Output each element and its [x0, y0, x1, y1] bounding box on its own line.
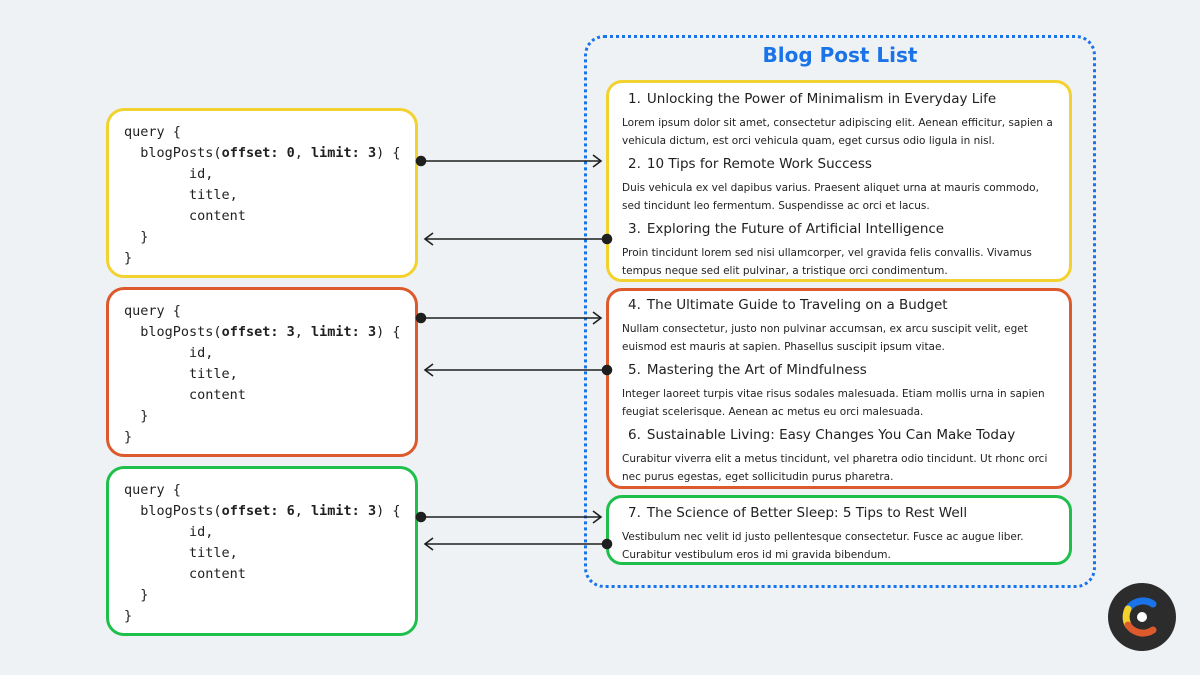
query-code: query { blogPosts(offset: 3, limit: 3) {…	[124, 303, 401, 445]
page-box-3: 7.The Science of Better Sleep: 5 Tips to…	[606, 495, 1072, 565]
post-item: 1.Unlocking the Power of Minimalism in E…	[622, 90, 1058, 150]
post-content: Proin tincidunt lorem sed nisi ullamcorp…	[622, 247, 1032, 277]
post-title: 5.Mastering the Art of Mindfulness	[628, 362, 867, 378]
blog-post-list-title: Blog Post List	[762, 43, 918, 67]
post-item: 5.Mastering the Art of Mindfulness Integ…	[622, 361, 1058, 421]
post-item: 4.The Ultimate Guide to Traveling on a B…	[622, 296, 1058, 356]
post-content: Lorem ipsum dolor sit amet, consectetur …	[622, 117, 1053, 147]
response-arrow-2-head	[423, 363, 434, 377]
post-content: Vestibulum nec velit id justo pellentesq…	[622, 531, 1024, 561]
page-box-1: 1.Unlocking the Power of Minimalism in E…	[606, 80, 1072, 282]
blog-post-list-frame	[584, 35, 1096, 588]
post-content: Duis vehicula ex vel dapibus varius. Pra…	[622, 182, 1039, 212]
post-item: 6.Sustainable Living: Easy Changes You C…	[622, 426, 1058, 486]
post-item: 2.10 Tips for Remote Work Success Duis v…	[622, 155, 1058, 215]
response-arrow-3-head	[423, 537, 434, 551]
post-item: 7.The Science of Better Sleep: 5 Tips to…	[622, 504, 1058, 564]
page-box-2: 4.The Ultimate Guide to Traveling on a B…	[606, 288, 1072, 489]
request-arrow-3-head	[592, 510, 603, 524]
post-title: 3.Exploring the Future of Artificial Int…	[628, 221, 945, 237]
post-title: 2.10 Tips for Remote Work Success	[628, 156, 872, 172]
query-code: query { blogPosts(offset: 6, limit: 3) {…	[124, 482, 401, 624]
brand-logo-icon	[1108, 583, 1176, 651]
query-box-page-3: query { blogPosts(offset: 6, limit: 3) {…	[106, 466, 418, 636]
post-item: 3.Exploring the Future of Artificial Int…	[622, 220, 1058, 280]
post-content: Integer laoreet turpis vitae risus sodal…	[622, 388, 1045, 418]
post-content: Nullam consectetur, justo non pulvinar a…	[622, 323, 1028, 353]
post-title: 4.The Ultimate Guide to Traveling on a B…	[628, 297, 948, 313]
post-title: 6.Sustainable Living: Easy Changes You C…	[628, 427, 1016, 443]
post-title: 7.The Science of Better Sleep: 5 Tips to…	[628, 505, 968, 521]
request-arrow-1-head	[592, 154, 603, 168]
post-title: 1.Unlocking the Power of Minimalism in E…	[628, 91, 997, 107]
post-content: Curabitur viverra elit a metus tincidunt…	[622, 453, 1048, 483]
query-code: query { blogPosts(offset: 0, limit: 3) {…	[124, 124, 401, 266]
query-box-page-2: query { blogPosts(offset: 3, limit: 3) {…	[106, 287, 418, 457]
response-arrow-1-head	[423, 232, 434, 246]
request-arrow-2-head	[592, 311, 603, 325]
query-box-page-1: query { blogPosts(offset: 0, limit: 3) {…	[106, 108, 418, 278]
